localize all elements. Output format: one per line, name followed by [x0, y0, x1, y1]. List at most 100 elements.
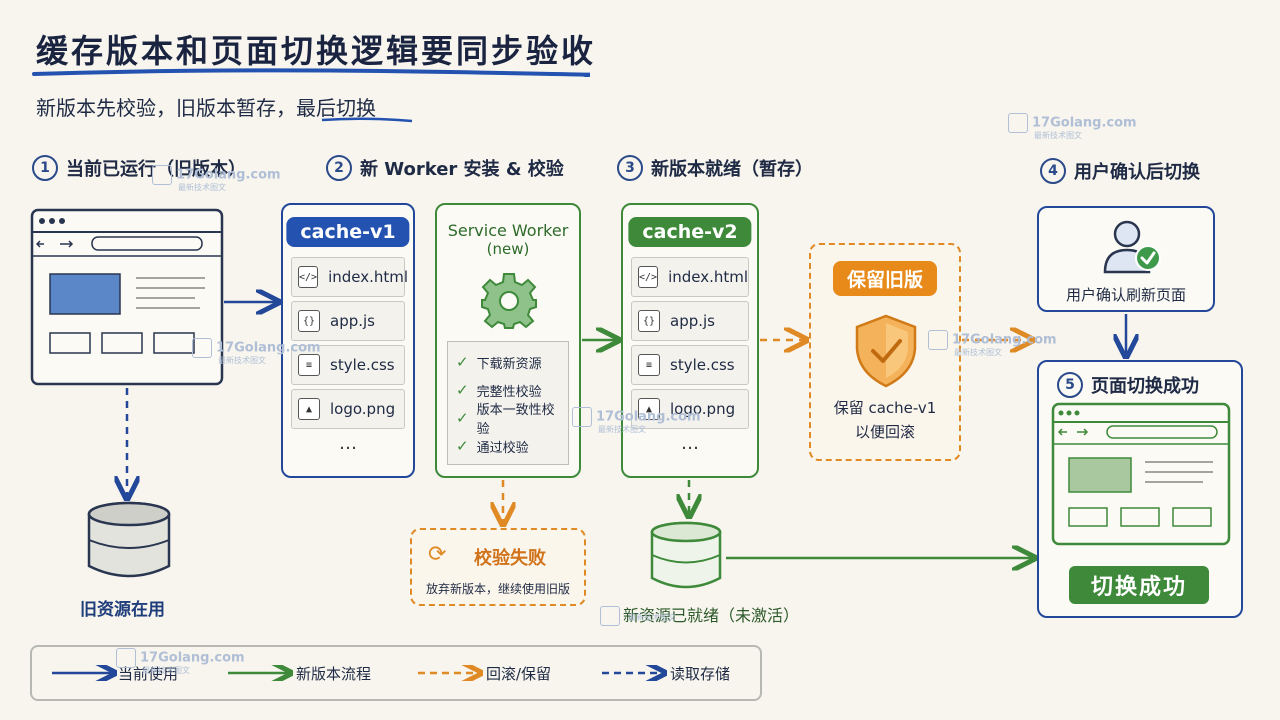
legend: 当前使用 新版本流程 回滚/保留 读取存储	[30, 645, 762, 701]
watermark-logo-icon	[572, 407, 592, 427]
file-item: </>index.html	[631, 257, 749, 297]
switch-success-badge: 切换成功	[1069, 566, 1209, 604]
step-2-header: 2 新 Worker 安装 & 校验	[326, 155, 564, 181]
legend-new-flow: 新版本流程	[296, 665, 372, 683]
file-name: index.html	[328, 268, 409, 286]
step-label: 用户确认后切换	[1074, 162, 1200, 183]
check-label: 下载新资源	[476, 356, 542, 372]
step-number: 5	[1057, 372, 1083, 398]
step-number: 1	[32, 155, 58, 181]
service-worker-box: Service Worker (new) ✓ 下载新资源 ✓ 完整性校验 ✓ 版本一致…	[435, 203, 581, 478]
switch-success-box: 5 页面切换成功 切换成功	[1037, 360, 1243, 618]
refresh-icon: ⟳	[428, 542, 447, 567]
cache-v2-label: cache-v2	[628, 217, 752, 247]
check-label: 通过校验	[476, 440, 529, 456]
step-label: 新版本就绪（暂存）	[651, 159, 813, 180]
document-icon: ≡	[638, 354, 660, 376]
image-file-icon: ▲	[638, 398, 660, 420]
step-1-header: 1 当前已运行（旧版本）	[32, 155, 246, 181]
check-label: 完整性校验	[476, 384, 542, 400]
user-confirm-label: 用户确认刷新页面	[1065, 286, 1186, 304]
subtitle-underline	[321, 117, 413, 123]
check-item: ✓ 完整性校验	[456, 376, 560, 404]
cache-v1-label: cache-v1	[286, 217, 410, 247]
new-browser-icon	[1051, 402, 1231, 546]
image-file-icon: ▲	[298, 398, 320, 420]
file-name: index.html	[668, 268, 749, 286]
keep-old-badge: 保留旧版	[832, 261, 938, 296]
more-files: …	[681, 433, 699, 454]
step-label: 新 Worker 安装 & 校验	[360, 159, 564, 180]
cache-v1-files: </> index.html {} app.js ≡ style.css ▲ logo.…	[291, 257, 409, 454]
step-label: 页面切换成功	[1091, 376, 1199, 397]
file-name: logo.png	[330, 400, 396, 418]
cache-v2-files: </>index.html {} app.js ≡ style.css ▲ logo.…	[631, 257, 749, 454]
legend-lines	[52, 665, 750, 681]
service-worker-subtitle: (new)	[486, 240, 530, 258]
watermark-logo-icon	[600, 606, 620, 626]
cache-v1-box: cache-v1 </> index.html {} app.js ≡ style.c…	[281, 203, 415, 478]
code-file-icon: </>	[298, 266, 319, 288]
watermark-logo-icon	[152, 165, 172, 185]
watermark-logo-icon	[928, 330, 948, 350]
file-name: style.css	[670, 356, 735, 374]
check-item: ✓ 下载新资源	[456, 348, 560, 376]
file-name: app.js	[670, 312, 715, 330]
file-item: ≡ style.css	[631, 345, 749, 385]
step-number: 3	[617, 155, 643, 181]
file-item: ≡ style.css	[291, 345, 405, 385]
step-5-header: 5 页面切换成功	[1057, 372, 1199, 398]
file-item: {} app.js	[631, 301, 749, 341]
verify-fail-desc: 放弃新版本，继续使用旧版	[425, 582, 570, 596]
js-file-icon: {}	[298, 310, 320, 332]
old-database-icon	[87, 501, 171, 578]
file-name: app.js	[330, 312, 375, 330]
title-underline	[32, 68, 590, 78]
cache-v2-box: cache-v2 </>index.html {} app.js ≡ style.c…	[621, 203, 759, 478]
file-item: ▲ logo.png	[631, 389, 749, 429]
service-worker-title: Service Worker	[447, 221, 569, 240]
checkmark-icon: ✓	[456, 353, 469, 371]
checkmark-icon: ✓	[456, 437, 469, 455]
keep-old-line2: 以便回滚	[854, 423, 915, 441]
watermark: 最新技术图文	[600, 606, 676, 626]
step-3-header: 3 新版本就绪（暂存）	[617, 155, 813, 181]
verify-fail-title: 校验失败	[474, 548, 546, 569]
checkmark-icon: ✓	[456, 381, 469, 399]
more-files: …	[339, 433, 357, 454]
watermark-logo-icon	[192, 338, 212, 358]
watermark-logo-icon	[116, 648, 136, 668]
keep-old-line1: 保留 cache-v1	[833, 399, 937, 417]
verify-fail-box: ⟳ 校验失败 放弃新版本，继续使用旧版	[410, 528, 586, 606]
watermark-logo-icon	[1008, 113, 1028, 133]
shield-check-icon	[855, 314, 917, 388]
new-database-icon	[650, 521, 722, 589]
checkmark-icon: ✓	[456, 409, 469, 427]
old-browser-icon	[30, 208, 224, 386]
file-name: style.css	[330, 356, 395, 374]
js-file-icon: {}	[638, 310, 660, 332]
step-label: 当前已运行（旧版本）	[66, 159, 246, 180]
file-item: ▲ logo.png	[291, 389, 405, 429]
gear-icon	[481, 273, 537, 329]
file-item: </> index.html	[291, 257, 409, 297]
old-storage-label: 旧资源在用	[80, 600, 165, 620]
document-icon: ≡	[298, 354, 320, 376]
legend-rollback: 回滚/保留	[486, 665, 552, 683]
step-4-header: 4 用户确认后切换	[1040, 158, 1200, 184]
user-check-icon	[1103, 220, 1161, 274]
check-item: ✓ 通过校验	[456, 432, 560, 460]
keep-old-box: 保留旧版 保留 cache-v1 以便回滚	[809, 243, 961, 461]
file-name: logo.png	[670, 400, 736, 418]
step-number: 2	[326, 155, 352, 181]
check-label: 版本一致性校验	[476, 403, 555, 437]
step-number: 4	[1040, 158, 1066, 184]
page-subtitle: 新版本先校验，旧版本暂存，最后切换	[36, 96, 376, 120]
legend-current: 当前使用	[118, 665, 179, 683]
